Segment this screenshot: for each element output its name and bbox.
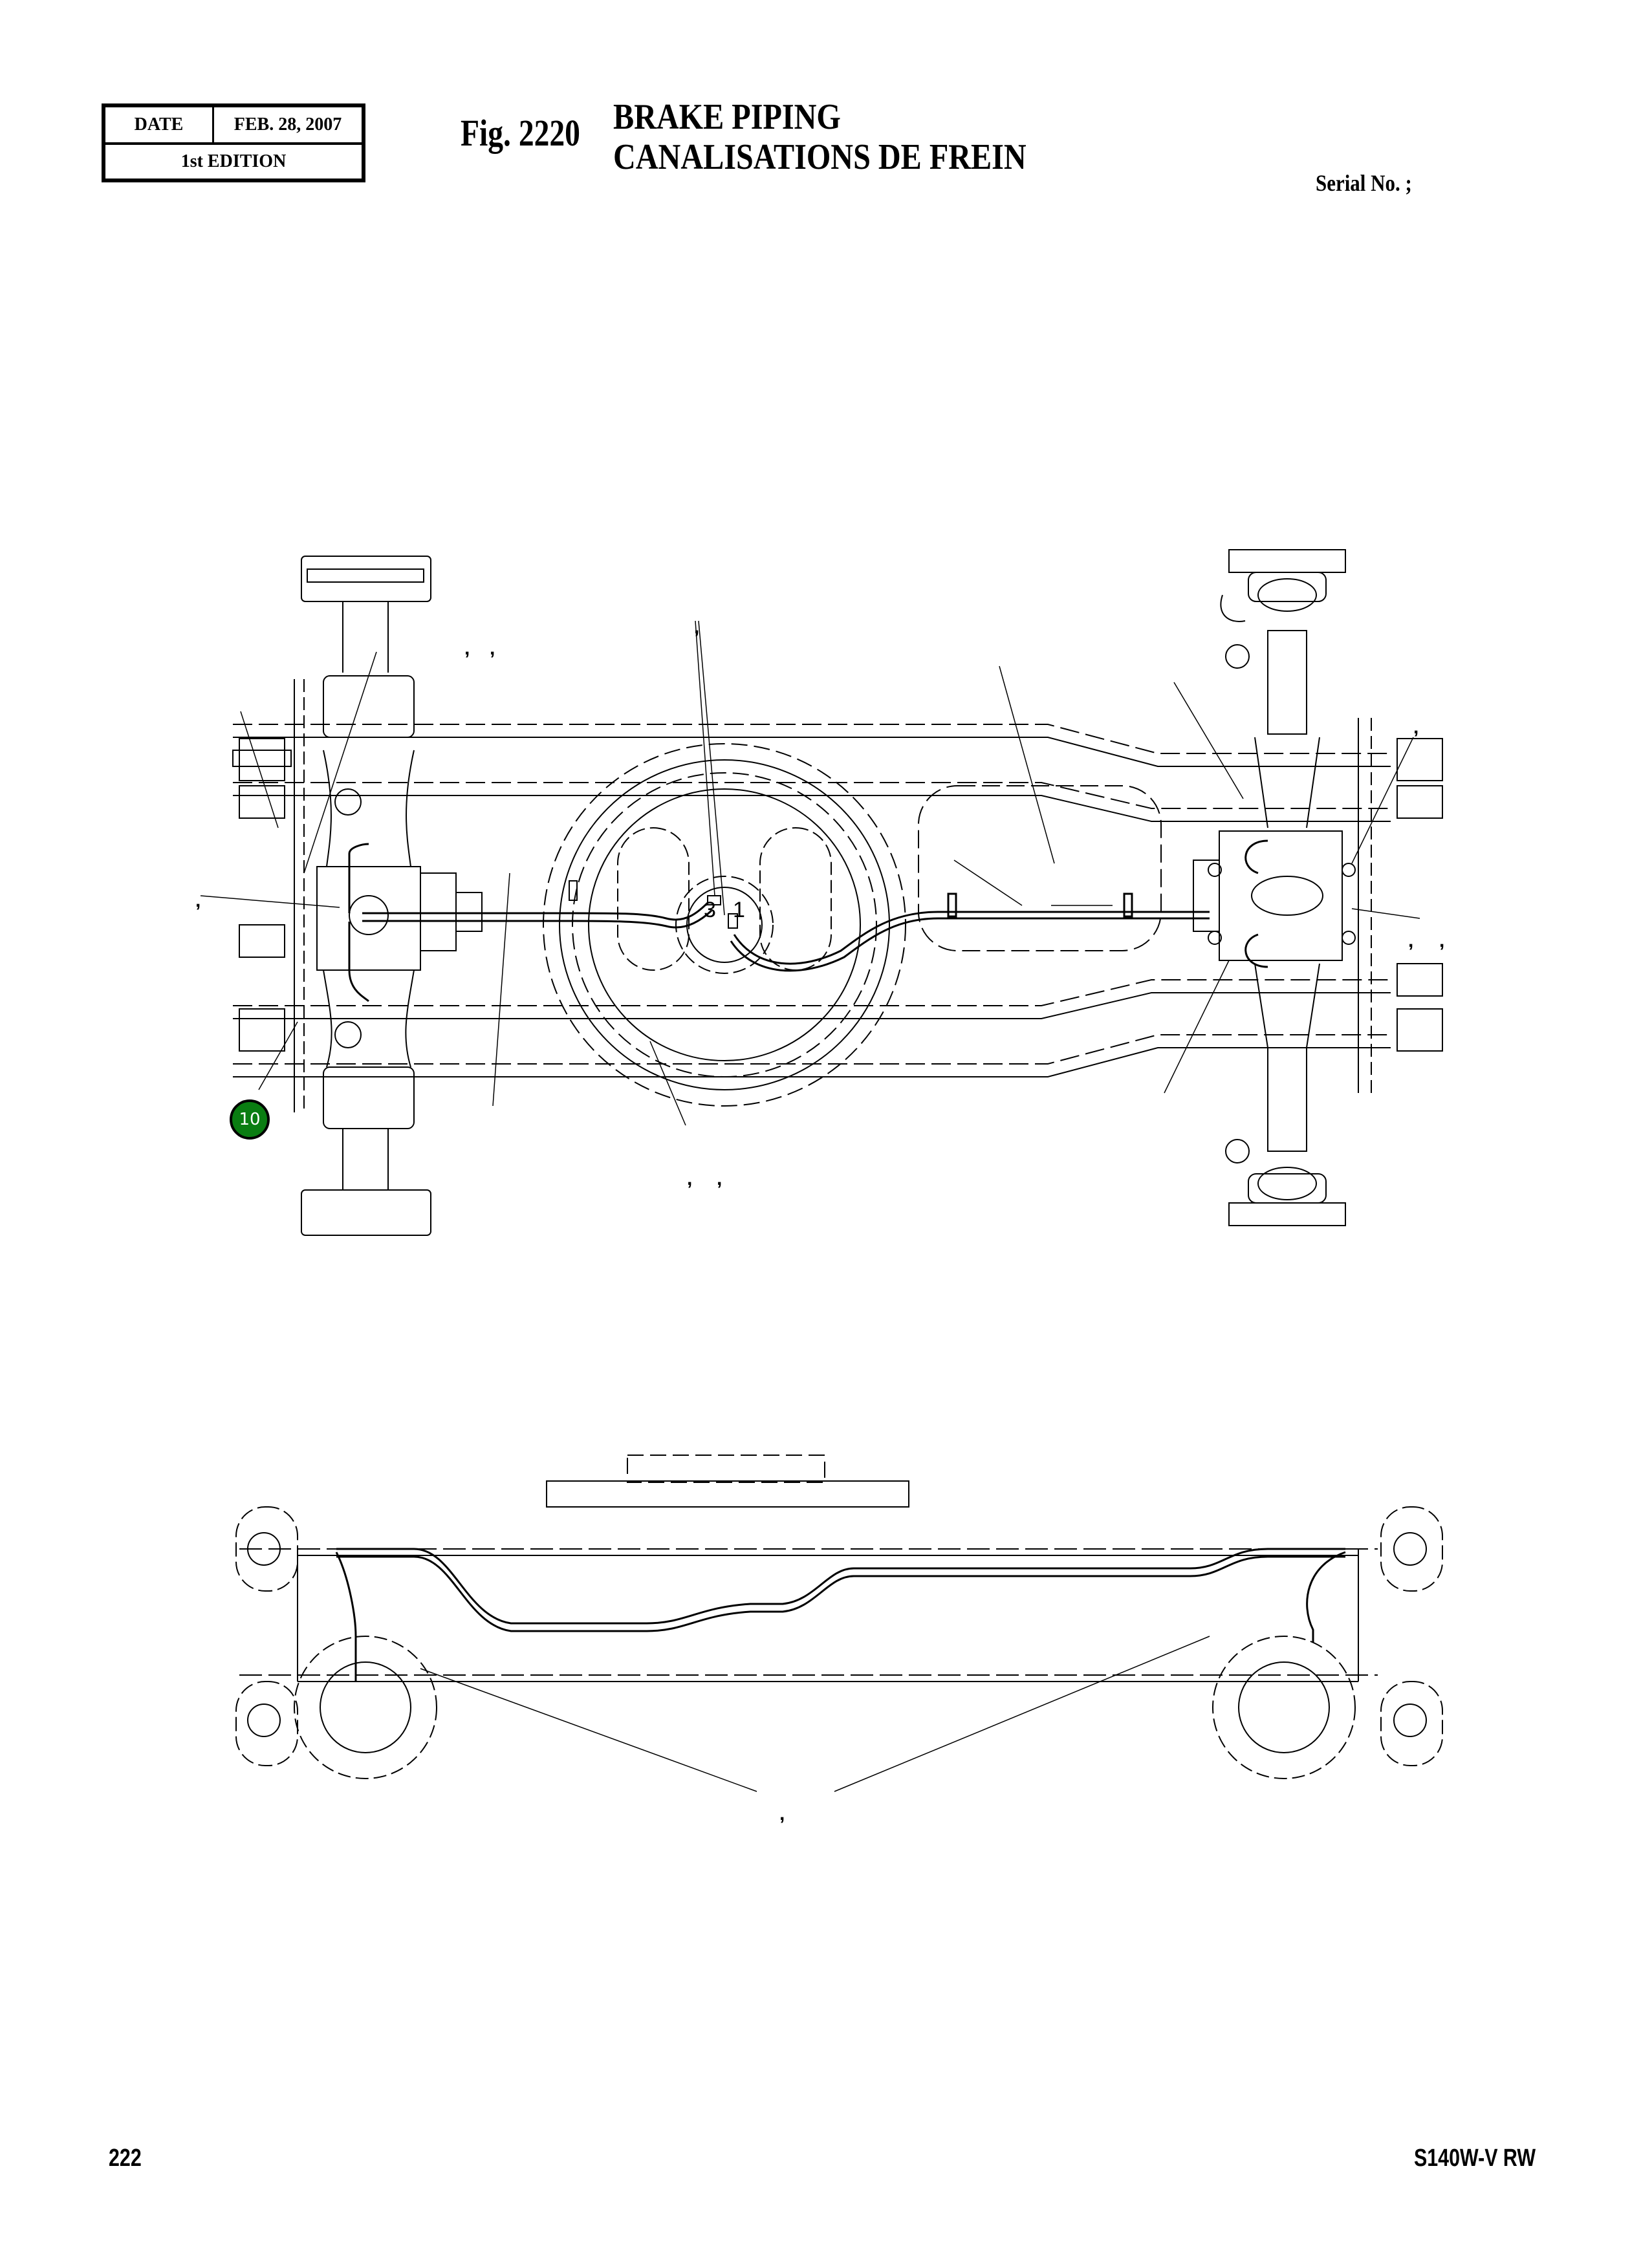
leader-lines [200, 620, 1420, 1126]
callout-10-marker[interactable]: 10 [230, 1099, 270, 1140]
callout-right-mid-1[interactable]: , [1408, 930, 1414, 951]
side-view [235, 1455, 1443, 1792]
title-french: CANALISATIONS DE FREIN [613, 137, 1027, 177]
machine-model: S140W-V RW [1414, 2145, 1536, 2172]
front-axle [1193, 549, 1356, 1226]
figure-title: BRAKE PIPING CANALISATIONS DE FREIN [613, 97, 1027, 177]
frame-rails [233, 679, 1391, 1112]
callout-left-top-2[interactable]: , [490, 638, 495, 659]
date-row: DATE FEB. 28, 2007 [105, 107, 362, 145]
callout-left-mid[interactable]: , [195, 890, 201, 911]
callout-right-top[interactable]: , [1413, 717, 1419, 738]
callout-right-mid-2[interactable]: , [1439, 930, 1445, 951]
callout-left-top-1[interactable]: , [464, 638, 470, 659]
title-english: BRAKE PIPING [613, 97, 841, 137]
callout-side-bottom[interactable]: , [779, 1803, 785, 1824]
left-brackets [232, 738, 1443, 1052]
date-value: FEB. 28, 2007 [234, 114, 342, 135]
port-label-1: 1 [733, 898, 745, 922]
edition-info-box: DATE FEB. 28, 2007 1st EDITION [102, 103, 365, 182]
brake-pipe-top [348, 839, 1268, 1002]
date-label: DATE [105, 107, 214, 142]
top-view [200, 549, 1443, 1236]
port-label-3: 3 [704, 898, 716, 922]
figure-number: Fig. 2220 [461, 112, 580, 154]
swing-bearing [543, 743, 906, 1107]
callout-center-bottom-2[interactable]: , [717, 1168, 723, 1189]
serial-number-label: Serial No. ; [1316, 170, 1412, 196]
rear-axle [301, 556, 483, 1236]
edition-label: 1st EDITION [180, 151, 287, 171]
page-number: 222 [109, 2145, 142, 2172]
callout-center-top[interactable]: , [694, 616, 700, 638]
tank-outline [918, 785, 1162, 951]
callout-center-bottom-1[interactable]: , [687, 1168, 693, 1189]
